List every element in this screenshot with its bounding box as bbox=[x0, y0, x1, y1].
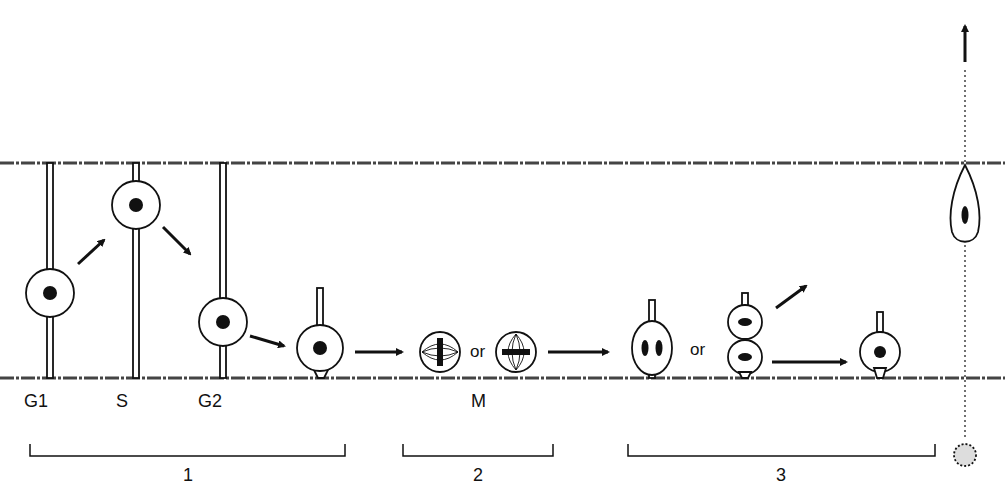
alternative-word: or bbox=[689, 341, 706, 360]
stage-number: 2 bbox=[473, 466, 483, 486]
stage-number: 1 bbox=[183, 466, 193, 486]
alternative-word: or bbox=[469, 343, 486, 362]
phase-label: M bbox=[471, 392, 486, 412]
phase-label: G2 bbox=[198, 392, 222, 412]
phase-label: G1 bbox=[24, 392, 48, 412]
phase-label: S bbox=[116, 392, 128, 412]
stage-number: 3 bbox=[776, 466, 786, 486]
